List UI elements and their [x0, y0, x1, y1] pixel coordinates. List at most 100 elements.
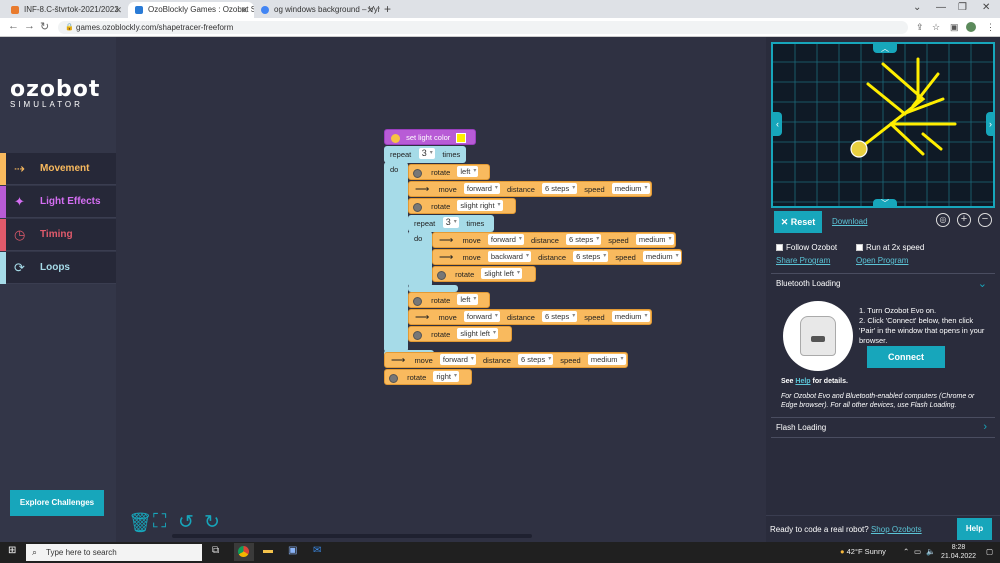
- rotate-block[interactable]: rotate slight right: [408, 198, 516, 214]
- distance-dropdown[interactable]: 6 steps: [566, 234, 602, 245]
- share-icon[interactable]: ⇪: [916, 22, 924, 32]
- rotate-block[interactable]: rotate slight left: [432, 266, 536, 282]
- simulator-canvas[interactable]: ︿ ﹀ ‹ ›: [771, 42, 995, 208]
- center-workspace-icon[interactable]: ⛶: [153, 511, 167, 532]
- url-field[interactable]: 🔒 games.ozoblockly.com/shapetracer-freef…: [58, 21, 908, 34]
- zoom-out-icon[interactable]: −: [978, 213, 992, 227]
- close-tab-icon[interactable]: ✕: [114, 5, 122, 15]
- bluetooth-loading-header[interactable]: Bluetooth Loading ⌄: [771, 273, 995, 293]
- direction-dropdown[interactable]: slight right: [457, 200, 503, 211]
- window-close-icon[interactable]: ✕: [982, 2, 991, 13]
- direction-dropdown[interactable]: forward: [463, 311, 500, 322]
- block-workspace[interactable]: set light color repeat 3 times do rotate…: [116, 37, 766, 542]
- chrome-taskbar-item[interactable]: [234, 543, 254, 561]
- distance-dropdown[interactable]: 6 steps: [542, 311, 578, 322]
- pan-up-icon[interactable]: ︿: [873, 44, 897, 53]
- new-tab-button[interactable]: +: [384, 2, 392, 16]
- move-block[interactable]: ⟶ move forward distance 6 steps speed me…: [384, 352, 628, 368]
- rotate-block[interactable]: rotate left: [408, 164, 490, 180]
- flash-loading-header[interactable]: Flash Loading ›: [771, 417, 995, 438]
- close-tab-icon[interactable]: ✕: [366, 5, 374, 15]
- tray-chevron-icon[interactable]: ⌃: [903, 547, 910, 556]
- minimize-icon[interactable]: —: [936, 2, 946, 13]
- open-program-link[interactable]: Open Program: [856, 256, 909, 265]
- forward-icon[interactable]: →: [24, 20, 35, 32]
- browser-menu-icon[interactable]: ⋮: [986, 22, 995, 32]
- weather-widget[interactable]: ● 42°F Sunny: [840, 547, 886, 556]
- share-program-link[interactable]: Share Program: [776, 256, 831, 265]
- rotate-block[interactable]: rotate slight left: [408, 326, 512, 342]
- direction-dropdown[interactable]: forward: [487, 234, 524, 245]
- side-panel-icon[interactable]: ▣: [950, 22, 959, 32]
- back-icon[interactable]: ←: [8, 20, 19, 32]
- help-button[interactable]: Help: [957, 518, 992, 540]
- zoom-in-icon[interactable]: +: [957, 213, 971, 227]
- category-loops[interactable]: ⟳ Loops: [0, 252, 116, 284]
- profile-avatar[interactable]: [966, 22, 976, 32]
- move-block[interactable]: ⟶ move forward distance 6 steps speed me…: [408, 181, 652, 197]
- explore-challenges-button[interactable]: Explore Challenges: [10, 490, 104, 516]
- store-icon[interactable]: ▣: [288, 545, 298, 556]
- close-tab-icon[interactable]: ✕: [240, 5, 248, 15]
- browser-tab-active[interactable]: OzoBlockly Games : Ozobot Sim ✕: [128, 2, 254, 18]
- distance-dropdown[interactable]: 6 steps: [518, 354, 554, 365]
- reload-icon[interactable]: ↻: [40, 21, 50, 33]
- speed-dropdown[interactable]: medium: [611, 311, 650, 322]
- follow-ozobot-checkbox[interactable]: Follow Ozobot: [776, 243, 837, 252]
- undo-icon[interactable]: ↺: [178, 512, 194, 533]
- distance-dropdown[interactable]: 6 steps: [542, 183, 578, 194]
- network-icon[interactable]: ▭: [914, 547, 922, 556]
- help-link[interactable]: Help: [795, 378, 811, 385]
- repeat-block-inner[interactable]: repeat 3 times: [408, 215, 494, 232]
- move-block[interactable]: ⟶ move backward distance 6 steps speed m…: [432, 249, 682, 265]
- clock[interactable]: 8:28 21.04.2022: [941, 544, 977, 560]
- windows-start-icon[interactable]: ⊞: [8, 545, 17, 556]
- taskbar-search-field[interactable]: ⌕ Type here to search: [26, 544, 202, 561]
- speed-dropdown[interactable]: medium: [611, 183, 650, 194]
- notifications-icon[interactable]: ▢: [986, 547, 994, 556]
- run-2x-checkbox[interactable]: Run at 2x speed: [856, 243, 924, 252]
- task-view-icon[interactable]: ⧉: [212, 545, 220, 556]
- direction-dropdown[interactable]: backward: [487, 251, 531, 262]
- rotate-block[interactable]: rotate left: [408, 292, 490, 308]
- browser-tab[interactable]: INF-8.C-štvrtok-2021/2022 ✕: [4, 2, 128, 18]
- redo-icon[interactable]: ↻: [204, 512, 220, 533]
- repeat-count-field[interactable]: 3: [418, 148, 435, 159]
- connect-button[interactable]: Connect: [867, 346, 945, 368]
- trash-icon[interactable]: 🗑: [128, 513, 153, 534]
- maximize-icon[interactable]: ❐: [958, 2, 967, 13]
- repeat-count-field[interactable]: 3: [442, 217, 459, 228]
- target-icon[interactable]: ◎: [936, 213, 950, 227]
- speed-dropdown[interactable]: medium: [635, 234, 674, 245]
- pan-down-icon[interactable]: ﹀: [873, 199, 897, 206]
- direction-dropdown[interactable]: left: [457, 294, 479, 305]
- direction-dropdown[interactable]: forward: [439, 354, 476, 365]
- bookmark-star-icon[interactable]: ☆: [932, 22, 941, 32]
- category-timing[interactable]: ◷ Timing: [0, 219, 116, 251]
- move-block[interactable]: ⟶ move forward distance 6 steps speed me…: [432, 232, 676, 248]
- set-light-color-block[interactable]: set light color: [384, 129, 476, 145]
- horizontal-scrollbar[interactable]: [172, 534, 532, 538]
- tab-search-icon[interactable]: ⌄: [913, 2, 922, 13]
- speed-dropdown[interactable]: medium: [587, 354, 626, 365]
- direction-dropdown[interactable]: forward: [463, 183, 500, 194]
- category-movement[interactable]: ⇢ Movement: [0, 153, 116, 185]
- category-light-effects[interactable]: ✦ Light Effects: [0, 186, 116, 218]
- move-block[interactable]: ⟶ move forward distance 6 steps speed me…: [408, 309, 652, 325]
- mail-icon[interactable]: ✉: [313, 545, 322, 556]
- shop-ozobots-link[interactable]: Shop Ozobots: [870, 525, 922, 534]
- pan-left-icon[interactable]: ‹: [773, 112, 782, 136]
- direction-dropdown[interactable]: slight left: [481, 268, 522, 279]
- direction-dropdown[interactable]: right: [433, 371, 459, 382]
- volume-icon[interactable]: 🔈: [926, 547, 936, 556]
- file-explorer-icon[interactable]: ▬: [263, 545, 273, 556]
- distance-dropdown[interactable]: 6 steps: [573, 251, 609, 262]
- speed-dropdown[interactable]: medium: [642, 251, 681, 262]
- direction-dropdown[interactable]: slight left: [457, 328, 498, 339]
- color-swatch[interactable]: [456, 133, 467, 144]
- rotate-block[interactable]: rotate right: [384, 369, 472, 385]
- download-link[interactable]: Download: [832, 217, 868, 226]
- direction-dropdown[interactable]: left: [457, 166, 479, 177]
- repeat-block-outer[interactable]: repeat 3 times: [384, 146, 466, 163]
- pan-right-icon[interactable]: ›: [986, 112, 993, 136]
